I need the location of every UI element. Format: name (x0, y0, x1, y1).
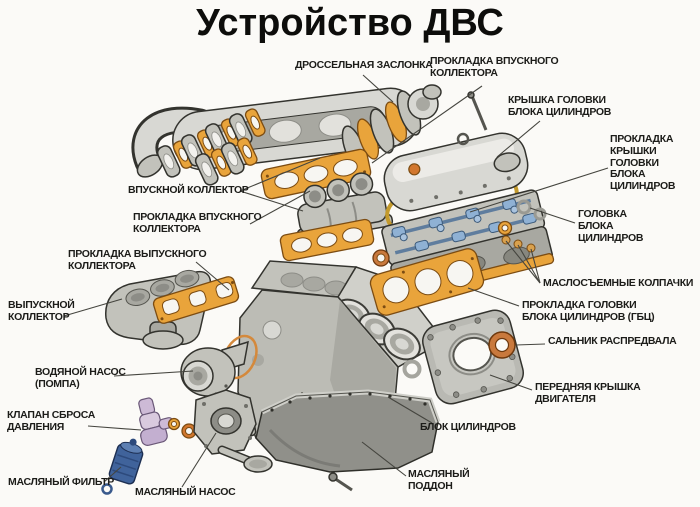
label-exhaust-manifold: ВЫПУСКНОЙ КОЛЛЕКТОР (8, 299, 75, 323)
page-title: Устройство ДВС (196, 2, 504, 44)
label-throttle-valve: ДРОССЕЛЬНАЯ ЗАСЛОНКА (295, 59, 433, 71)
label-intake-manifold-gasket-top: ПРОКЛАДКА ВПУСКНОГО КОЛЛЕКТОРА (430, 55, 559, 79)
label-exhaust-manifold-gasket: ПРОКЛАДКА ВЫПУСКНОГО КОЛЛЕКТОРА (68, 248, 207, 272)
cover-stud-bolt (456, 91, 488, 146)
label-oil-filter: МАСЛЯНЫЙ ФИЛЬТР (8, 476, 114, 488)
oil-pan-part (255, 389, 441, 473)
front-engine-cover-part (422, 309, 524, 405)
label-valve-stem-seals: МАСЛОСЪЕМНЫЕ КОЛПАЧКИ (543, 277, 694, 289)
label-cylinder-block: БЛОК ЦИЛИНДРОВ (420, 421, 516, 433)
copper-ring (372, 249, 390, 267)
label-intake-manifold: ВПУСКНОЙ КОЛЛЕКТОР (128, 184, 249, 196)
label-head-gasket: ПРОКЛАДКА ГОЛОВКИ БЛОКА ЦИЛИНДРОВ (ГБЦ) (522, 299, 655, 323)
label-cylinder-head: ГОЛОВКА БЛОКА ЦИЛИНДРОВ (578, 208, 644, 244)
valve-stem-seals-part (497, 199, 547, 253)
label-camshaft-seal: САЛЬНИК РАСПРЕДВАЛА (548, 335, 677, 347)
label-valve-cover-gasket: ПРОКЛАДКА КРЫШКИ ГОЛОВКИ БЛОКА ЦИЛИНДРОВ (610, 133, 676, 192)
valve-cover-part (383, 132, 529, 212)
drain-bolt (328, 472, 353, 492)
label-water-pump: ВОДЯНОЙ НАСОС (ПОМПА) (35, 366, 126, 390)
label-front-engine-cover: ПЕРЕДНЯЯ КРЫШКА ДВИГАТЕЛЯ (535, 381, 641, 405)
throttle-body-part (341, 84, 442, 171)
label-oil-pump: МАСЛЯНЫЙ НАСОС (135, 486, 236, 498)
label-valve-cover: КРЫШКА ГОЛОВКИ БЛОКА ЦИЛИНДРОВ (508, 94, 612, 118)
head-gasket-part (369, 248, 485, 316)
camshaft-seal-part (488, 331, 516, 359)
label-oil-pan: МАСЛЯНЫЙ ПОДДОН (408, 468, 470, 492)
leader-lines (63, 74, 609, 488)
intake-gasket-lower-part (279, 218, 375, 262)
label-intake-manifold-gasket-left: ПРОКЛАДКА ВПУСКНОГО КОЛЛЕКТОРА (133, 211, 262, 235)
white-ring (402, 359, 422, 379)
exhaust-gasket-part (152, 276, 240, 324)
oil-pump-part (193, 389, 273, 473)
oil-filter-part (101, 438, 144, 495)
label-pressure-relief-valve: КЛАПАН СБРОСА ДАВЛЕНИЯ (7, 409, 96, 433)
